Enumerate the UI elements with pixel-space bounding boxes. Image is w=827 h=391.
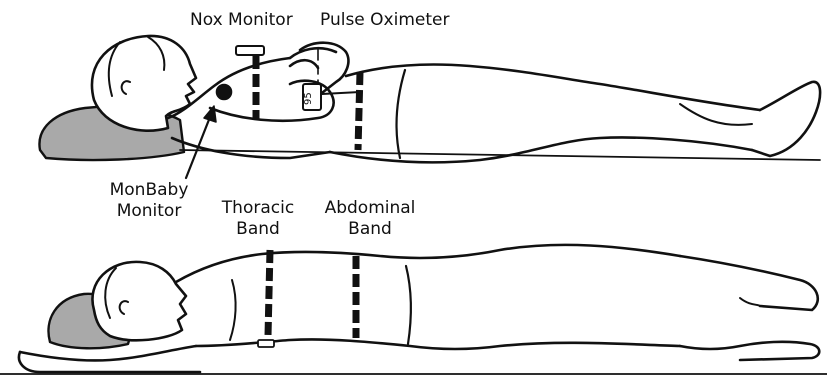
monbaby-monitor-device [217,85,231,99]
bottom-head [92,262,186,340]
supine-figure [39,36,820,178]
thoracic-label-line1: Thoracic [214,198,302,219]
bottom-device [258,340,274,347]
abdominal-label-line1: Abdominal [316,198,424,219]
pulse-oximeter-label: Pulse Oximeter [320,10,449,31]
nox-monitor-label: Nox Monitor [190,10,293,31]
oximeter-reading: 95 [303,92,315,105]
abdominal-band-label: Abdominal Band [316,198,424,240]
thoracic-band-label: Thoracic Band [214,198,302,240]
monbaby-label-line2: Monitor [104,201,194,222]
thoracic-label-line2: Band [214,219,302,240]
prone-figure [0,245,827,374]
bottom-thoracic-band [268,250,270,336]
monbaby-monitor-label: MonBaby Monitor [104,180,194,222]
nox-monitor-device [236,46,264,55]
abdominal-label-line2: Band [316,219,424,240]
top-abdominal-band [358,72,360,150]
top-head [92,36,196,131]
monbaby-label-line1: MonBaby [104,180,194,201]
